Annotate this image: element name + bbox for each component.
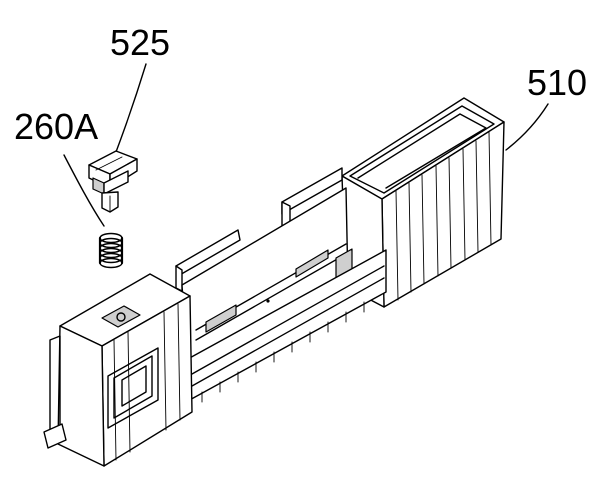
leader-line-260a bbox=[63, 154, 105, 227]
coil-spring-260a bbox=[98, 232, 124, 269]
button-cap-525 bbox=[88, 150, 138, 213]
leader-line-510 bbox=[505, 103, 549, 151]
leader-line-525 bbox=[115, 63, 147, 153]
label-510: 510 bbox=[527, 62, 587, 103]
base-slots bbox=[201, 301, 365, 403]
label-525: 525 bbox=[110, 22, 170, 63]
housing-510 bbox=[43, 97, 505, 467]
right-box-ribs bbox=[395, 131, 492, 301]
left-block-ribs bbox=[113, 303, 181, 461]
label-260a: 260A bbox=[14, 106, 98, 147]
